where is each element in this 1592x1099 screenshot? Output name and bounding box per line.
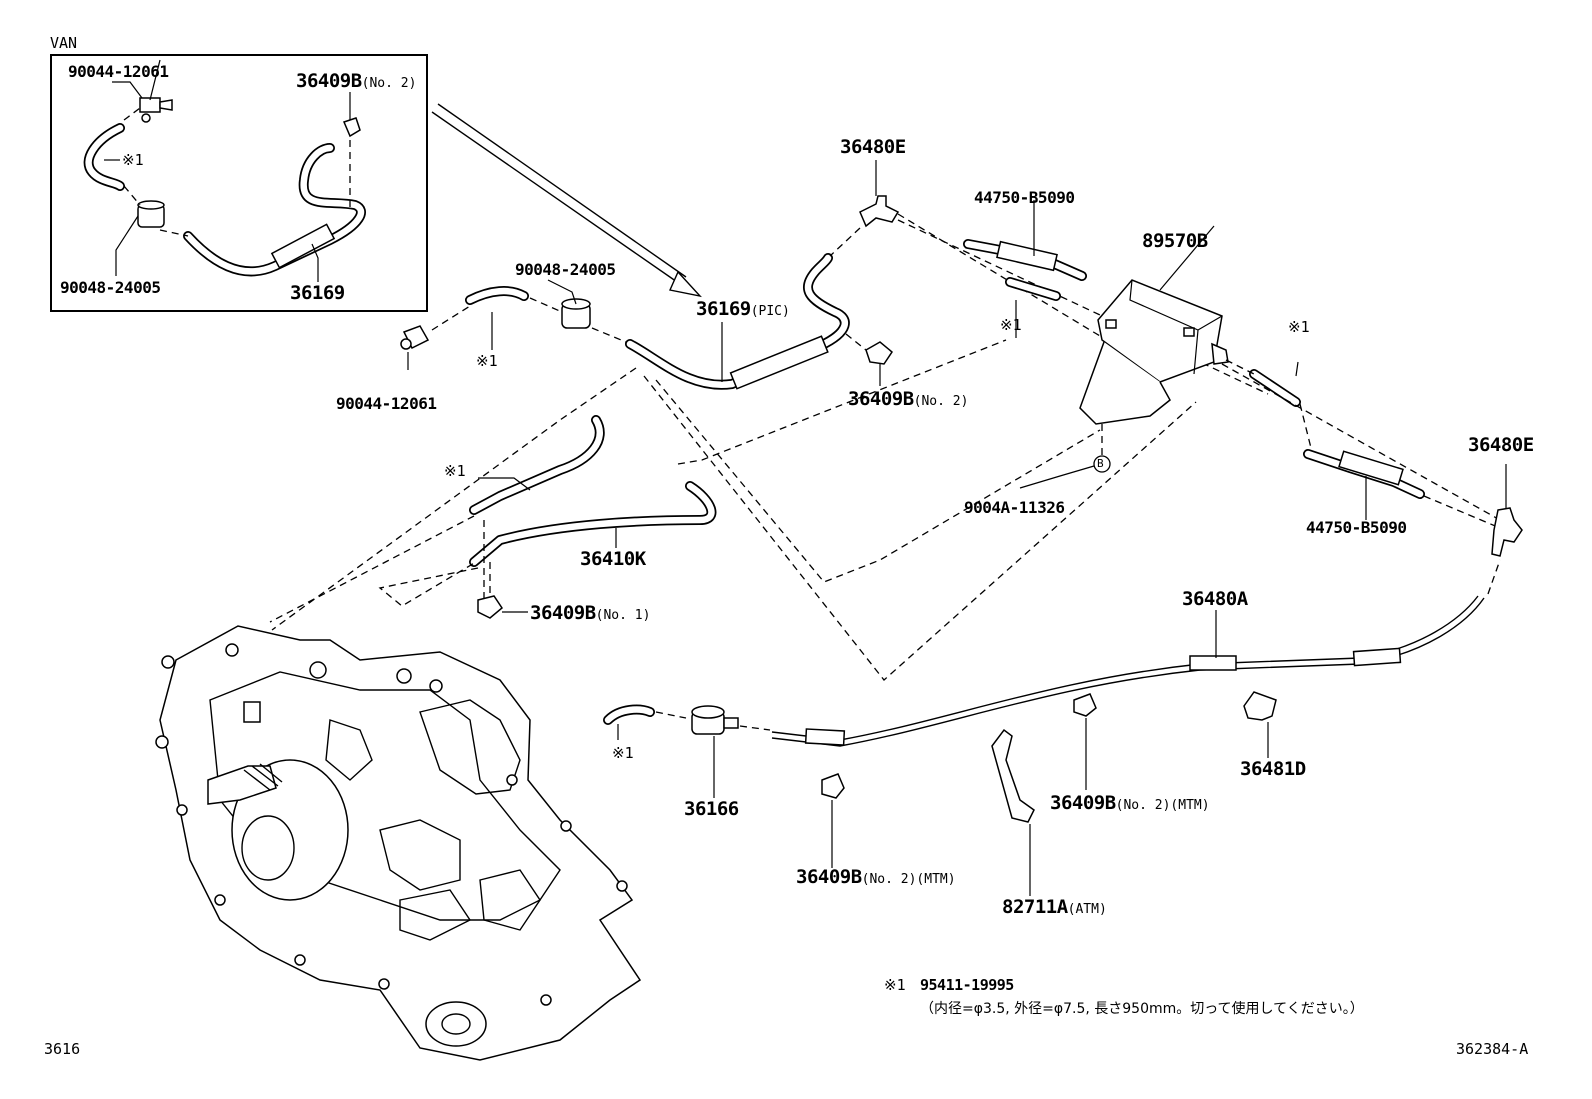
footnote-text: （内径=φ3.5, 外径=φ7.5, 長さ950mm。切って使用してください。） xyxy=(920,1001,1364,1017)
label-hose-36410k[interactable]: 36410K xyxy=(580,548,646,570)
screw-marker-icon xyxy=(1093,455,1111,473)
valve-icon xyxy=(1079,279,1229,425)
inset-label-hose-ref: ※1 xyxy=(122,151,144,169)
transmission-case xyxy=(155,625,642,1061)
label-clip-b[interactable]: 36409B(No. 1) xyxy=(530,602,651,624)
inset-grommet-icon xyxy=(137,200,165,228)
inset-clip-icon xyxy=(342,117,361,138)
elbow-icon-lower xyxy=(1491,507,1523,557)
clip-icon-pipe-a xyxy=(821,773,845,799)
clip-icon-lower-left xyxy=(477,595,503,619)
label-elbow-b[interactable]: 36480E xyxy=(1468,434,1534,456)
label-clip-d[interactable]: 36409B(No. 2)(MTM) xyxy=(1050,792,1210,814)
bracket-icon xyxy=(991,728,1035,823)
label-grommet[interactable]: 90048-24005 xyxy=(515,260,616,279)
label-bolt[interactable]: 90044-12061 xyxy=(336,394,437,413)
label-bracket[interactable]: 82711A(ATM) xyxy=(1002,896,1107,918)
label-hose-ref-a: ※1 xyxy=(476,352,498,370)
footnote-mark: ※1 xyxy=(884,976,906,994)
label-hose-ref-d: ※1 xyxy=(444,462,466,480)
footnote-part[interactable]: 95411-19995 xyxy=(920,976,1014,994)
label-elbow-a[interactable]: 36480E xyxy=(840,136,906,158)
elbow-icon-upper xyxy=(859,195,900,228)
label-clip-a[interactable]: 36409B(No. 2) xyxy=(848,388,969,410)
label-clamp[interactable]: 36481D xyxy=(1240,758,1306,780)
label-screw-marker: B xyxy=(1097,457,1104,470)
clip-icon-pipe-b xyxy=(1073,693,1097,717)
inset-pointer-arrow xyxy=(431,103,702,298)
footer-section: 3616 xyxy=(44,1040,81,1058)
inset-label-grommet[interactable]: 90048-24005 xyxy=(60,278,161,297)
breather-pipe-assembly xyxy=(603,559,1501,896)
inset-label-bolt[interactable]: 90044-12061 xyxy=(68,62,169,81)
label-hose-ref-e: ※1 xyxy=(612,744,634,762)
inset-label-hose[interactable]: 36169 xyxy=(290,282,345,304)
inset-title: VAN xyxy=(50,34,78,52)
label-hose-ref-b: ※1 xyxy=(1000,316,1022,334)
label-hose-pic[interactable]: 36169(PIC) xyxy=(696,298,790,320)
inset-drawing xyxy=(83,59,366,282)
label-valve[interactable]: 89570B xyxy=(1142,230,1208,252)
label-hose-ref-c: ※1 xyxy=(1288,318,1310,336)
footer-figure: 362384-A xyxy=(1456,1040,1529,1058)
label-breather-pipe[interactable]: 36480A xyxy=(1182,588,1248,610)
clip-icon-upper xyxy=(865,341,893,365)
valve-assembly xyxy=(897,200,1523,557)
label-damper[interactable]: 36166 xyxy=(684,798,739,820)
bolt-icon xyxy=(400,325,430,350)
label-filter-b[interactable]: 44750-B5090 xyxy=(1306,518,1407,537)
label-screw[interactable]: 9004A-11326 xyxy=(964,498,1065,517)
clamp-icon xyxy=(1243,691,1277,721)
inset-label-clip[interactable]: 36409B(No. 2) xyxy=(296,70,417,92)
inset-bolt-icon xyxy=(139,97,173,123)
lower-hose-assembly xyxy=(269,339,1197,681)
label-clip-c[interactable]: 36409B(No. 2)(MTM) xyxy=(796,866,956,888)
damper-icon xyxy=(691,705,739,735)
label-filter-a[interactable]: 44750-B5090 xyxy=(974,188,1075,207)
van-inset-box xyxy=(50,54,428,312)
upper-hose-assembly xyxy=(400,160,900,390)
